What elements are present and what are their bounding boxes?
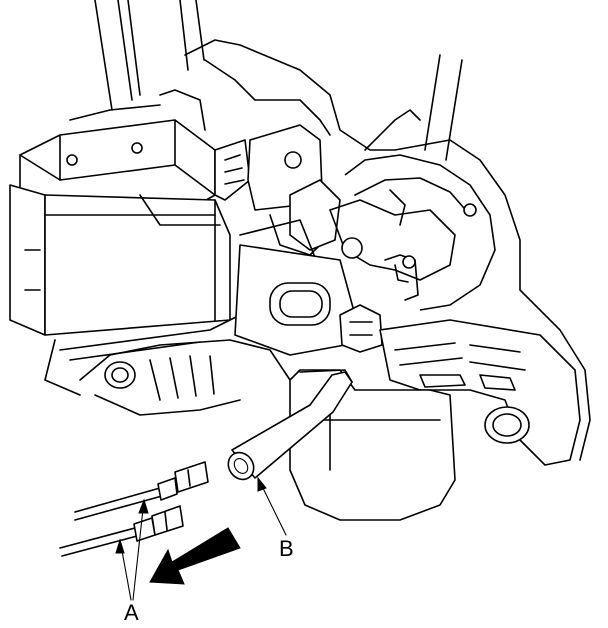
connector-terminals bbox=[59, 461, 209, 557]
callout-label-a: A bbox=[124, 600, 139, 625]
center-housing bbox=[234, 244, 383, 356]
sensor-body bbox=[329, 154, 496, 311]
slotted-bracket bbox=[379, 319, 581, 466]
callout-label-b: B bbox=[279, 536, 294, 561]
rear-housing bbox=[69, 39, 591, 461]
solenoid-block bbox=[9, 119, 241, 396]
callout-leaders bbox=[115, 476, 287, 601]
vacuum-hose bbox=[227, 369, 353, 481]
direction-arrow bbox=[149, 527, 241, 585]
upper-rods bbox=[94, 0, 463, 161]
connector-pivot bbox=[214, 124, 341, 301]
